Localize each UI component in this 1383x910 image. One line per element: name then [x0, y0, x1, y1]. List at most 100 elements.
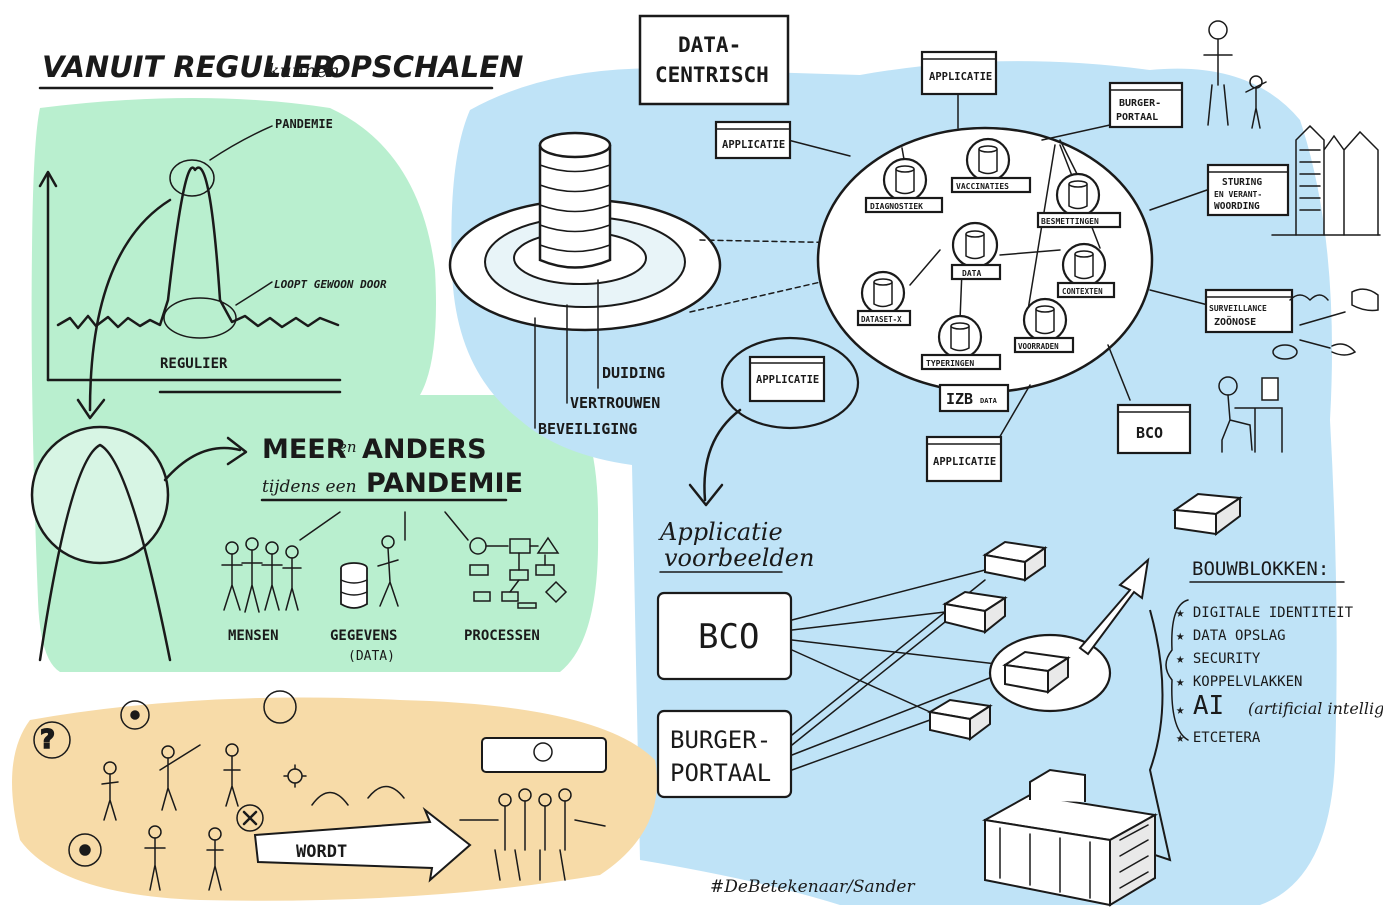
sturing-label-3: WOORDING	[1214, 201, 1260, 212]
db-besmettingen-label: BESMETTINGEN	[1041, 217, 1099, 226]
label-pandemie: PANDEMIE	[275, 117, 333, 131]
group-speech-bubble	[481, 737, 607, 773]
virus-icon	[533, 742, 553, 762]
processen-illustration	[469, 536, 568, 609]
green-blob	[31, 98, 599, 672]
hub-app-top: APPLICATIE	[920, 50, 998, 96]
burgerportaal-example-label-1: BURGER-	[670, 726, 771, 754]
desk-worker-illustration	[1218, 376, 1283, 453]
applicatie-bubble-label: APPLICATIE	[756, 374, 819, 386]
zoom-peak-line	[38, 443, 172, 662]
citizens-figures	[1203, 20, 1267, 129]
pandemic-curve-graph: PANDEMIE LOOPT GEWOON DOOR REGULIER	[38, 117, 387, 420]
question-bubble: ?	[40, 725, 55, 755]
bco-card: BCO	[1116, 403, 1192, 455]
hub-app-left-label: APPLICATIE	[722, 139, 785, 151]
surveillance-card: SURVEILLANCE ZOÖNOSE	[1204, 288, 1294, 334]
bb-item-2: ★ DATA OPSLAG	[1176, 628, 1286, 644]
mensen-figures	[221, 537, 302, 613]
bco-example-label: BCO	[698, 617, 759, 657]
label-applicatie-voorbeelden-1: Applicatie	[658, 518, 783, 546]
government-building	[1271, 124, 1381, 236]
title-part-1: VANUIT REGULIER	[42, 50, 334, 84]
y-axis-arrow	[38, 170, 58, 188]
label-duiding: DUIDING	[602, 364, 665, 382]
data-centrisch-box: DATA- CENTRISCH	[638, 14, 790, 106]
wordt-arrow	[253, 806, 472, 883]
data-core-platform	[448, 131, 961, 429]
label-loopt-gewoon-door: LOOPT GEWOON DOOR	[274, 278, 387, 291]
text-en: en	[338, 438, 357, 456]
arrow-to-mensen	[299, 511, 341, 541]
curve-down-arrowhead	[76, 398, 106, 420]
db-typeringen-label: TYPERINGEN	[926, 359, 974, 368]
bb-item-4: ★ KOPPELVLAKKEN	[1176, 674, 1302, 690]
hub-app-bottom: APPLICATIE	[925, 435, 1003, 483]
text-pandemie: PANDEMIE	[366, 468, 523, 499]
bco-label: BCO	[1136, 424, 1163, 442]
burgerportaal-card: BURGER- PORTAAL	[1108, 81, 1184, 129]
burgerportaal-label-2: PORTAAL	[1116, 112, 1158, 123]
label-beveiliging: BEVEILIGING	[538, 420, 637, 438]
izb-label-box: IZB DATA	[938, 383, 1010, 413]
db-vaccinaties-label: VACCINATIES	[956, 182, 1009, 191]
bco-example-card[interactable]	[656, 591, 793, 681]
zoom-arrowhead	[226, 436, 248, 466]
db-diagnostiek-label: DIAGNOSTIEK	[870, 202, 923, 211]
sturing-card: STURING EN VERANT- WOORDING	[1206, 163, 1290, 217]
loopt-pointer	[235, 281, 273, 306]
bouwblokken-title: BOUWBLOKKEN:	[1192, 558, 1329, 580]
arrow-to-processen	[444, 511, 469, 541]
surveillance-label-2: ZOÖNOSE	[1214, 314, 1256, 328]
db-data-label: DATA	[962, 269, 981, 278]
title-part-3: OPSCHALEN	[326, 50, 523, 84]
text-anders: ANDERS	[362, 434, 487, 465]
building-blocks-illustration	[927, 492, 1243, 907]
people-scene: ? WORDT	[33, 690, 607, 891]
title-vanuit-regulier: VANUIT REGULIER kunnen OPSCHALEN	[38, 50, 523, 90]
hub-app-bottom-label: APPLICATIE	[933, 456, 996, 468]
upward-arrow	[1078, 557, 1150, 656]
meer-en-anders: MEER en ANDERS tijdens een PANDEMIE	[260, 434, 523, 541]
hub-app-top-label: APPLICATIE	[929, 71, 992, 83]
label-regulier: REGULIER	[160, 356, 228, 372]
peak-circle	[169, 159, 215, 197]
label-data: (DATA)	[348, 649, 395, 664]
curve-down-arrow	[88, 198, 172, 412]
db-contexten: CONTEXTEN	[1056, 242, 1116, 299]
bubble-arrowhead	[688, 483, 724, 507]
pandemie-pointer	[209, 125, 273, 161]
hub-app-left: APPLICATIE	[714, 120, 792, 160]
curve-line	[56, 166, 340, 330]
db-diagnostiek: DIAGNOSTIEK	[864, 157, 944, 214]
down-arrow	[1139, 609, 1172, 862]
db-besmettingen: BESMETTINGEN	[1036, 172, 1122, 229]
bb-ai-note: (artificial intellig	[1248, 699, 1383, 718]
label-mensen: MENSEN	[228, 628, 279, 644]
zoom-arrow	[163, 446, 242, 482]
bb-item-1: ★ DIGITALE IDENTITEIT	[1176, 605, 1354, 621]
surveillance-label-1: SURVEILLANCE	[1209, 304, 1267, 313]
db-voorraden-label: VOORRADEN	[1018, 342, 1059, 351]
label-vertrouwen: VERTROUWEN	[570, 394, 660, 412]
bubble-arrow	[703, 408, 742, 502]
db-typeringen: TYPERINGEN	[920, 314, 1002, 371]
bb-item-3: ★ SECURITY	[1176, 651, 1261, 667]
text-meer: MEER	[262, 434, 347, 465]
baseline-circle	[163, 297, 237, 339]
db-data: DATA	[950, 221, 1002, 281]
bb-item-6: ★ ETCETERA	[1176, 730, 1261, 746]
data-centrisch-line2: CENTRISCH	[655, 63, 769, 87]
text-tijdens-een: tijdens een	[262, 477, 357, 497]
burgerportaal-example-card[interactable]	[656, 709, 793, 799]
signature: #DeBetekenaar/Sander	[710, 877, 915, 897]
applicatie-bubble: APPLICATIE	[688, 336, 860, 507]
bouwblokken-brace	[1165, 599, 1189, 741]
label-gegevens: GEGEVENS	[330, 628, 397, 644]
db-vaccinaties: VACCINATIES	[950, 137, 1032, 194]
data-centrisch-line1: DATA-	[678, 33, 741, 57]
animals-illustration	[1272, 288, 1379, 360]
zoom-circle	[30, 425, 170, 565]
